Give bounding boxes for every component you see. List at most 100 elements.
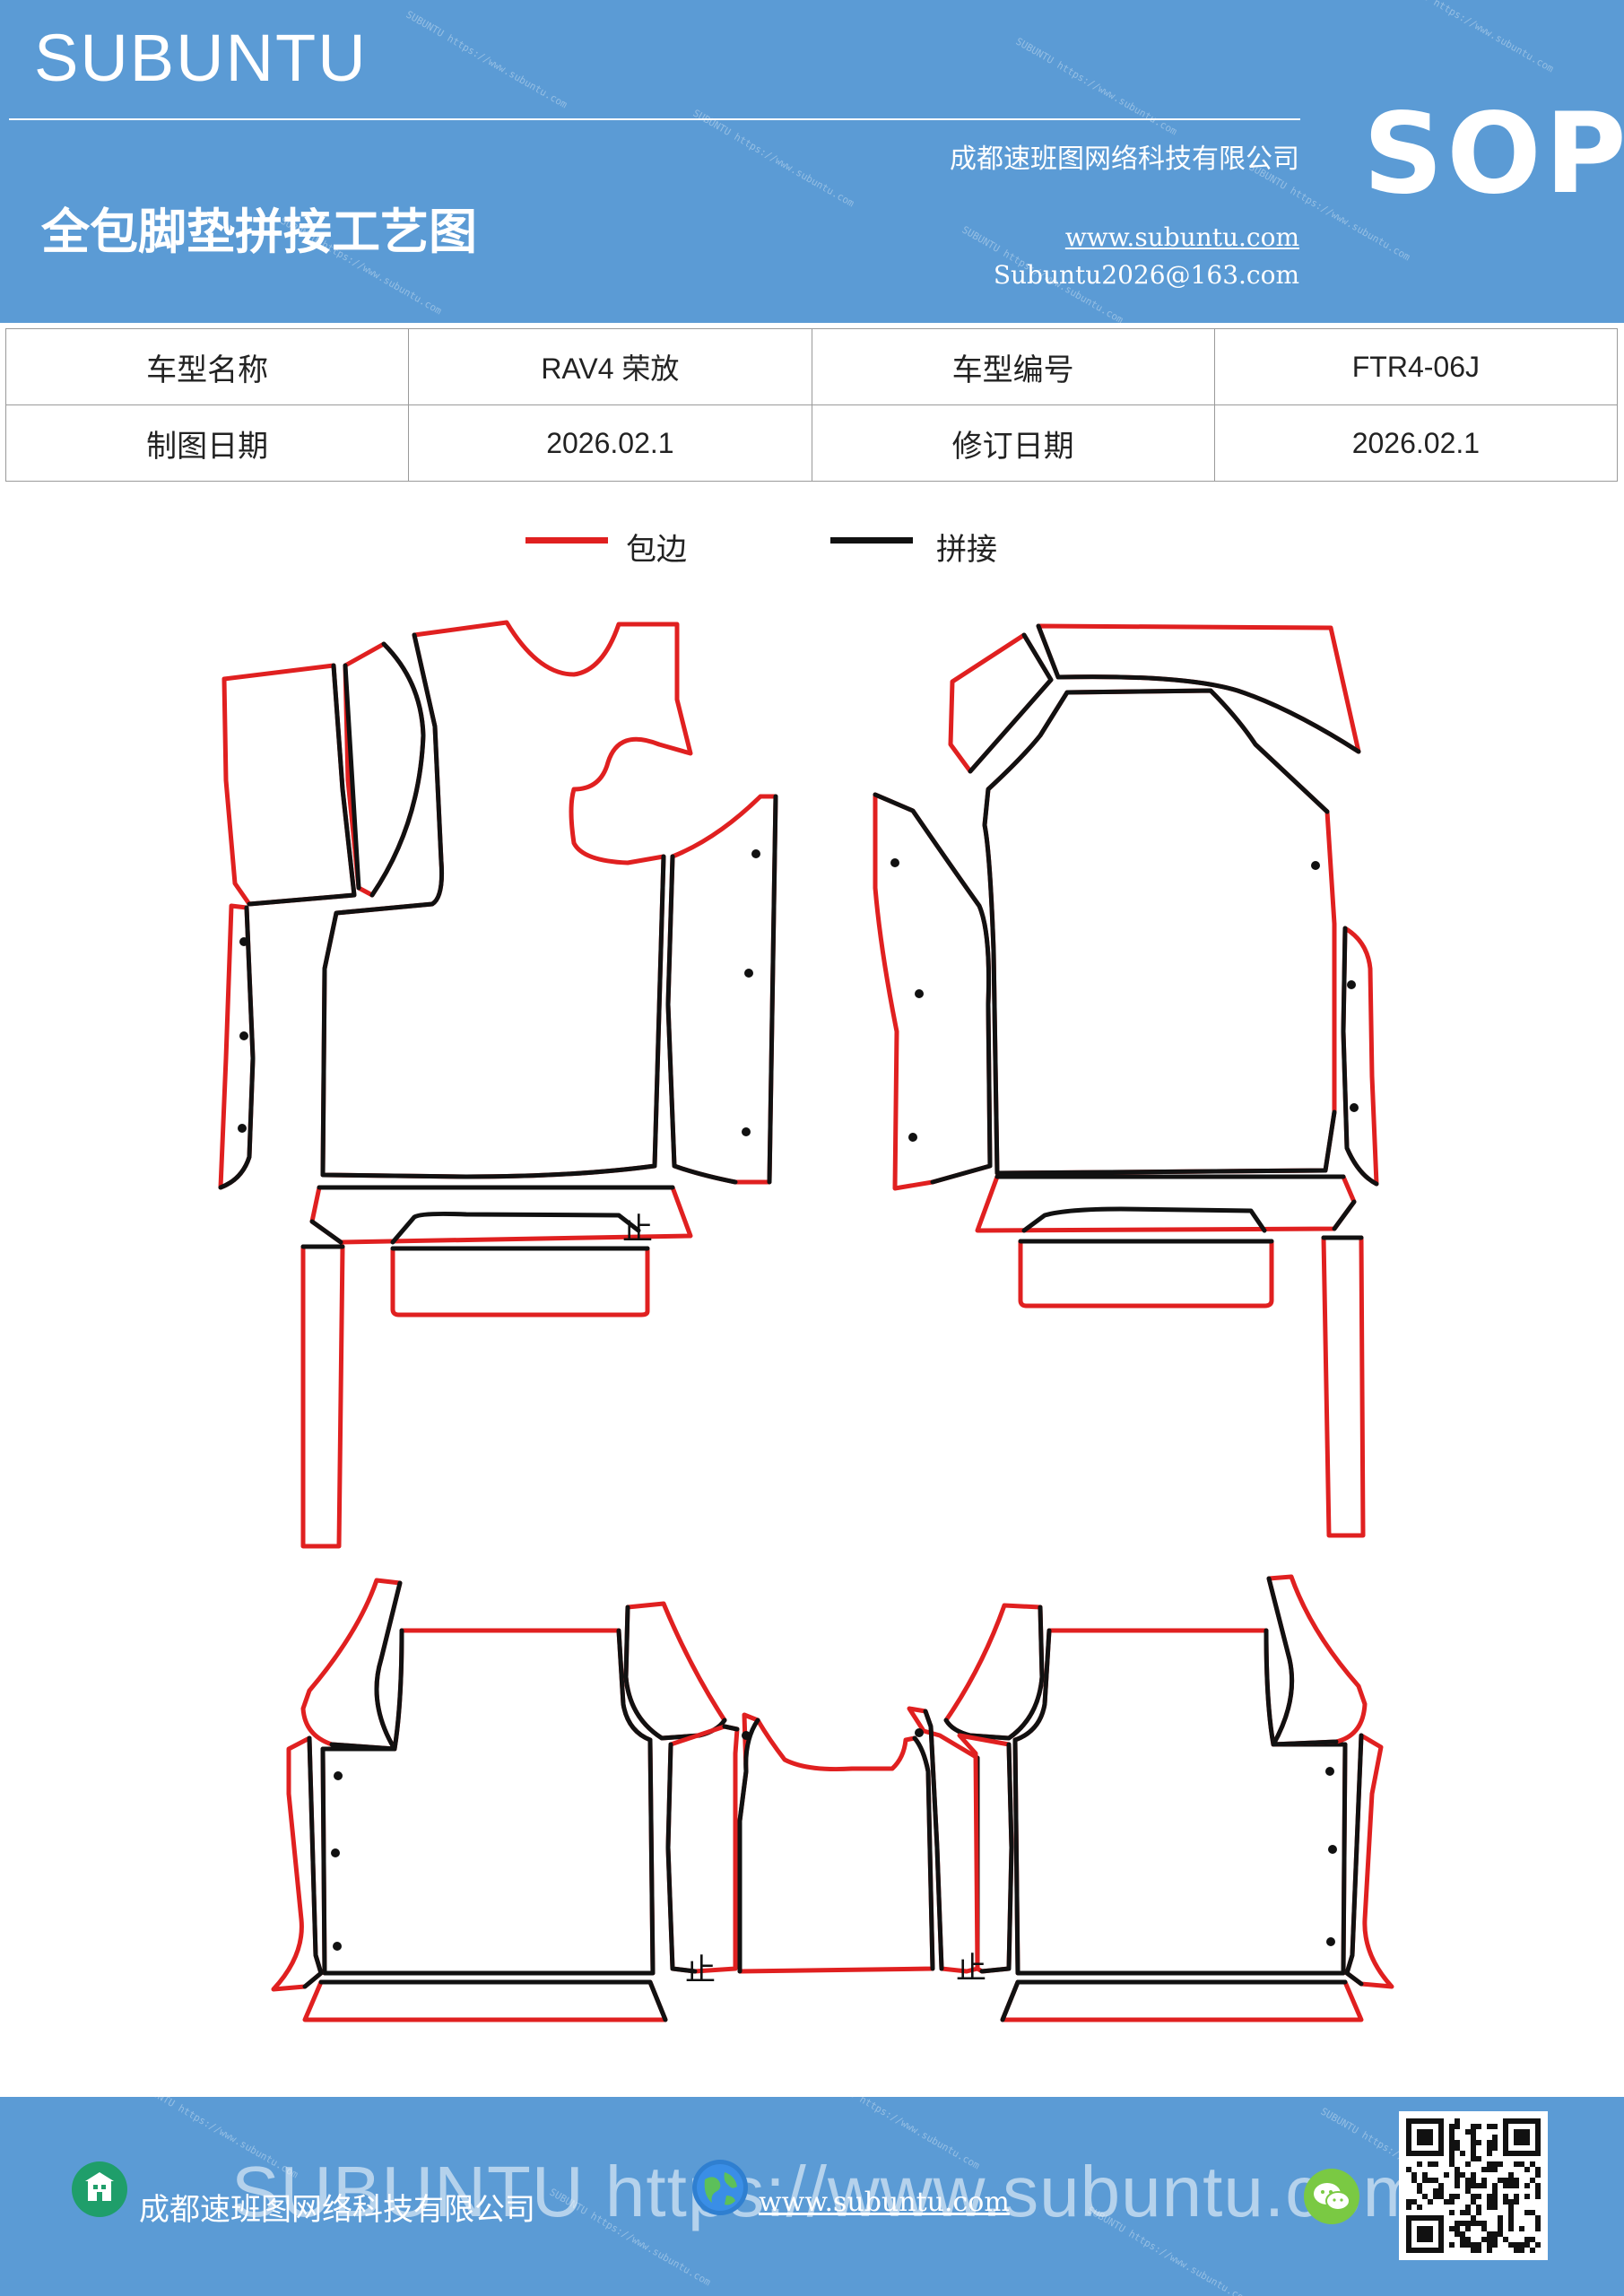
draw-date-label: 制图日期 <box>4 404 410 482</box>
table-row: 车型名称 RAV4 荣放 车型编号 FTR4-06J <box>4 328 1619 405</box>
splice-line <box>994 1174 1357 1233</box>
qr-code <box>1399 2111 1548 2260</box>
splice-line <box>979 1742 1014 1974</box>
splice-line <box>665 794 778 1185</box>
legend-splice-label: 拼接 <box>936 532 997 568</box>
splice-line <box>302 1735 324 1989</box>
rear-center-mat-group <box>737 1706 980 1974</box>
stop-mark: 止 <box>685 1952 716 1988</box>
header-banner: SUBUNTU https://www.subuntu.com SUBUNTU … <box>0 0 1624 323</box>
mat-piece <box>1012 1628 1348 1976</box>
mat-piece <box>320 1628 656 1976</box>
header-website-link[interactable]: www.subuntu.com <box>1064 222 1299 252</box>
clip-hole <box>1326 1937 1335 1946</box>
brand-logo-text: SUBUNTU <box>34 21 368 95</box>
front-left-mat-group <box>218 620 778 1549</box>
model-name-label: 车型名称 <box>4 328 410 405</box>
clip-hole <box>1311 861 1320 870</box>
splice-line <box>1341 926 1379 1187</box>
legend-splice-swatch <box>830 537 913 544</box>
header-divider <box>9 118 1300 120</box>
splice-line <box>1036 623 1361 754</box>
splice-line <box>218 905 256 1190</box>
stop-marks: 止 止 止 <box>622 1212 986 1988</box>
splice-line <box>320 1628 656 1976</box>
splice-line <box>1266 1576 1339 1747</box>
mat-piece <box>1321 1235 1366 1538</box>
mat-piece <box>1000 1979 1364 2022</box>
clip-hole <box>744 969 753 978</box>
mat-piece <box>737 1712 935 1974</box>
clip-hole <box>915 1728 924 1737</box>
mat-piece <box>300 1244 345 1549</box>
header-email: Subuntu2026@163.com <box>993 260 1299 290</box>
stop-mark: 止 <box>622 1212 653 1248</box>
splice-line <box>982 688 1337 1176</box>
revise-date-value: 2026.02.1 <box>1213 404 1619 482</box>
splice-line <box>1012 1628 1348 1976</box>
splice-line <box>737 1718 935 1974</box>
model-name-value: RAV4 荣放 <box>408 328 812 405</box>
footer-website-link[interactable]: www.subuntu.com <box>759 2187 1010 2218</box>
clip-hole <box>1328 1845 1337 1854</box>
splice-line <box>309 1185 675 1245</box>
clip-hole <box>238 1124 247 1133</box>
splice-line <box>968 632 1054 774</box>
vehicle-info-table: 车型名称 RAV4 荣放 车型编号 FTR4-06J 制图日期 2026.02.… <box>4 328 1619 482</box>
mat-piece <box>1018 1239 1274 1309</box>
clip-hole <box>915 989 924 998</box>
clip-hole <box>1350 1103 1359 1112</box>
sop-badge: SOP <box>1363 90 1624 219</box>
wechat-icon <box>1304 2169 1359 2224</box>
model-code-label: 车型编号 <box>811 328 1215 405</box>
rear-right-mat-group <box>943 1574 1394 2022</box>
model-code-value: FTR4-06J <box>1213 328 1619 405</box>
footer-banner: SUBUNTU https://www.subuntu.com SUBUNTU … <box>0 2097 1624 2296</box>
front-right-mat-group <box>873 623 1379 1538</box>
mat-piece <box>982 688 1337 1176</box>
mat-piece <box>873 792 993 1191</box>
splice-line <box>1344 1733 1364 1987</box>
clip-hole <box>751 849 760 858</box>
clip-hole <box>331 1848 340 1857</box>
rear-left-mat-group <box>271 1578 740 2022</box>
revise-date-label: 修订日期 <box>811 404 1215 482</box>
splice-line <box>665 1724 740 1974</box>
stop-mark: 止 <box>956 1951 986 1987</box>
clip-hole <box>1325 1767 1334 1776</box>
clip-hole <box>334 1771 343 1780</box>
mat-piece <box>300 1578 403 1752</box>
splice-line <box>873 792 993 1185</box>
splice-line <box>320 632 666 1179</box>
mat-piece <box>302 1979 668 2022</box>
clip-hole <box>742 1127 751 1136</box>
mat-piece <box>1344 1733 1394 1989</box>
mat-piece <box>957 1733 1014 1974</box>
header-company-name: 成都速班图网络科技有限公司 <box>950 144 1299 175</box>
footer-company-name: 成都速班图网络科技有限公司 <box>139 2192 535 2228</box>
footer-watermark: SUBUNTU https://www.subuntu.com <box>231 2152 1424 2231</box>
splice-line <box>943 1605 1045 1741</box>
globe-icon <box>692 2160 748 2215</box>
mat-piece <box>320 620 693 1179</box>
clip-hole <box>742 1731 751 1740</box>
clip-hole <box>1347 980 1356 989</box>
draw-date-value: 2026.02.1 <box>408 404 812 482</box>
splice-line <box>343 641 426 898</box>
building-icon <box>72 2161 127 2217</box>
clip-hole <box>890 858 899 867</box>
clip-holes <box>238 849 1359 1951</box>
clip-hole <box>333 1942 342 1951</box>
clip-hole <box>239 937 248 946</box>
splice-line <box>329 1580 403 1752</box>
clip-hole <box>908 1133 917 1142</box>
mat-piece <box>665 1724 740 1974</box>
mat-piece <box>390 1246 650 1318</box>
splice-line <box>1000 1979 1348 2022</box>
legend-edge-swatch <box>525 537 608 544</box>
table-row: 制图日期 2026.02.1 修订日期 2026.02.1 <box>4 404 1619 482</box>
clip-hole <box>239 1031 248 1040</box>
legend-edge-label: 包边 <box>626 532 687 568</box>
page-title: 全包脚垫拼接工艺图 <box>41 203 477 260</box>
